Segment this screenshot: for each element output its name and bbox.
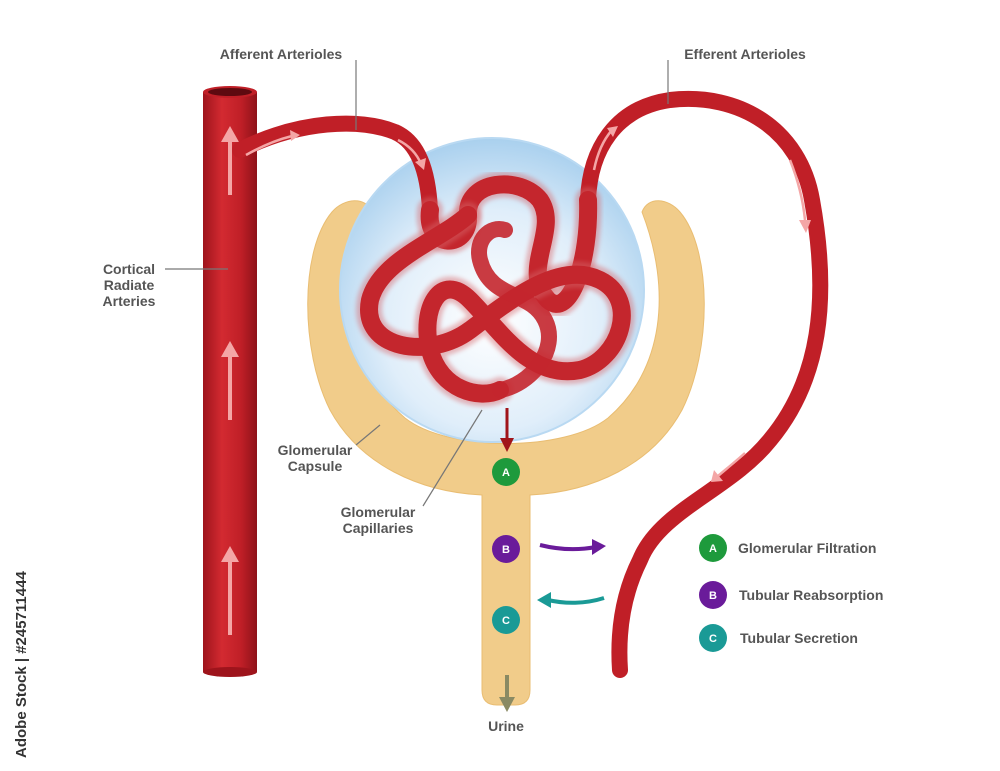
legend-text-filtration: Glomerular Filtration xyxy=(738,540,876,556)
legend-badge-a: A xyxy=(709,543,717,555)
efferent-arrowhead-2 xyxy=(799,220,811,233)
afferent-arrowhead xyxy=(290,130,300,141)
badge-c: C xyxy=(492,606,520,634)
label-urine: Urine xyxy=(488,718,524,734)
efferent-flow-arrow-2 xyxy=(788,159,807,221)
secretion-arrow xyxy=(537,592,605,608)
afferent-flow-arrow xyxy=(245,134,293,157)
badge-a: A xyxy=(492,458,520,486)
reabsorption-arrow xyxy=(539,539,606,555)
efferent-arrowhead-3 xyxy=(711,470,723,482)
glomerular-capillaries xyxy=(356,171,635,407)
badge-c-letter: C xyxy=(502,615,510,627)
label-capsule-line1: Glomerular xyxy=(278,442,353,458)
legend-item-filtration: A Glomerular Filtration xyxy=(699,534,876,562)
afferent-arrowhead-2 xyxy=(415,158,426,170)
glomerular-capsule xyxy=(307,200,705,706)
efferent-arrowhead-1 xyxy=(607,126,618,137)
legend: A Glomerular Filtration B Tubular Reabso… xyxy=(699,534,883,652)
label-cortical-line2: Radiate xyxy=(104,277,155,293)
badge-b-letter: B xyxy=(502,544,510,556)
label-cortical-line3: Arteries xyxy=(103,293,156,309)
legend-item-secretion: C Tubular Secretion xyxy=(699,624,858,652)
stock-watermark: Adobe Stock | #245711444 xyxy=(13,571,30,758)
legend-text-reabsorption: Tubular Reabsorption xyxy=(739,587,883,603)
leader-lines xyxy=(165,60,669,507)
urine-arrow xyxy=(499,675,515,712)
badge-b: B xyxy=(492,535,520,563)
label-cortical-line1: Cortical xyxy=(103,261,155,277)
label-efferent-arterioles: Efferent Arterioles xyxy=(684,46,806,62)
legend-item-reabsorption: B Tubular Reabsorption xyxy=(699,581,883,609)
label-capillaries-line1: Glomerular xyxy=(341,504,416,520)
label-capillaries-line2: Capillaries xyxy=(343,520,414,536)
legend-badge-c: C xyxy=(709,633,717,645)
artery-flow-arrows xyxy=(221,126,239,635)
badge-a-letter: A xyxy=(502,467,510,479)
legend-text-secretion: Tubular Secretion xyxy=(740,630,858,646)
efferent-flow-arrow-3 xyxy=(717,452,746,477)
efferent-arteriole xyxy=(580,91,829,678)
afferent-arteriole xyxy=(232,115,438,218)
filtration-arrow xyxy=(500,408,514,452)
legend-badge-b: B xyxy=(709,590,717,602)
label-afferent-arterioles: Afferent Arterioles xyxy=(220,46,343,62)
label-capsule-line2: Capsule xyxy=(288,458,343,474)
